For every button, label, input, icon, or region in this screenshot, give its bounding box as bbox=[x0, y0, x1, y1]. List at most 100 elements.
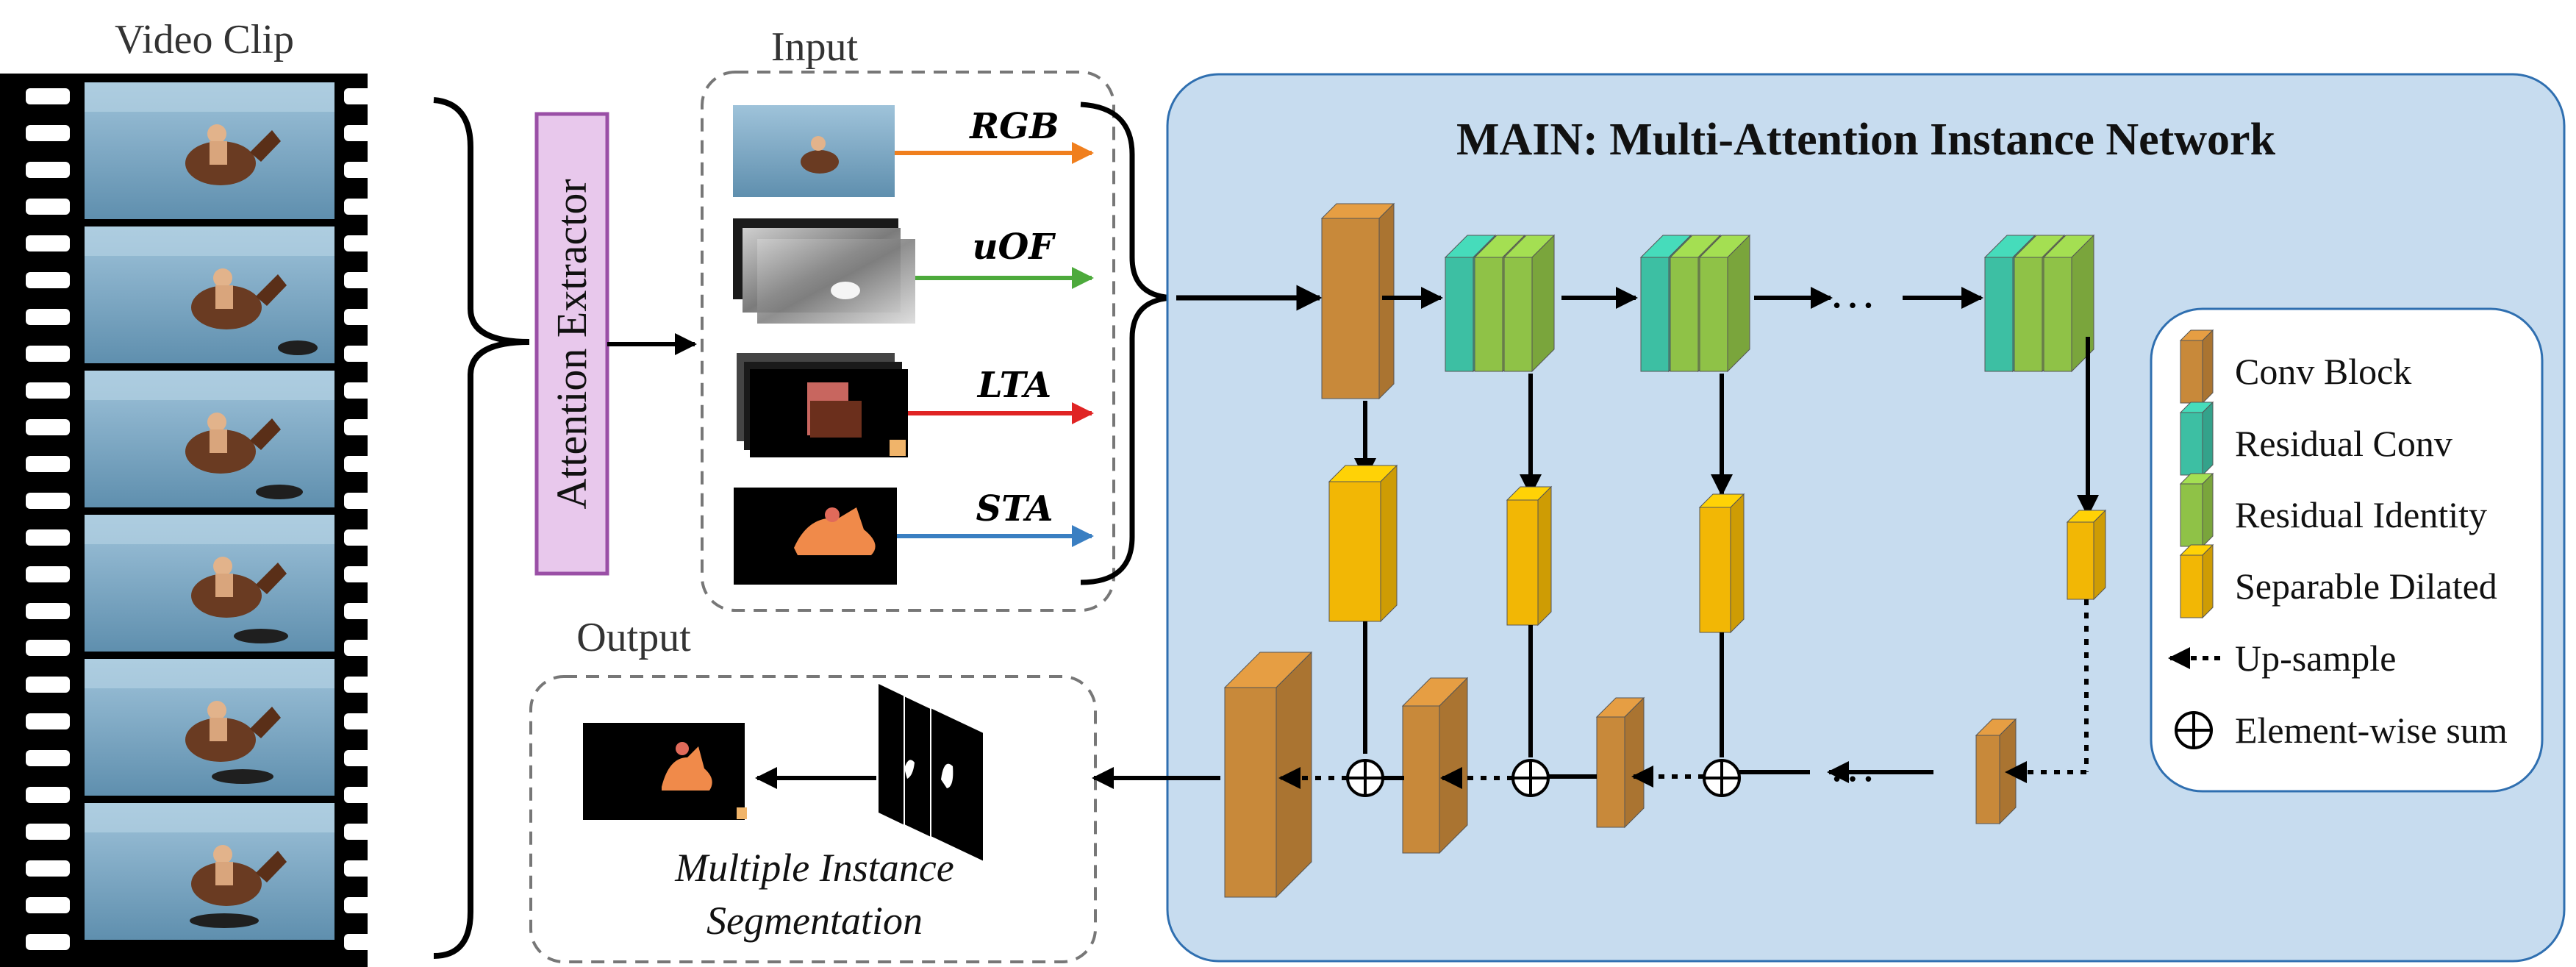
legend-box bbox=[2150, 307, 2544, 793]
sprocket-hole bbox=[26, 934, 70, 950]
element-wise-sum bbox=[1346, 759, 1384, 797]
sprocket-hole bbox=[26, 199, 70, 215]
sprocket-hole bbox=[344, 713, 388, 729]
sprocket-hole bbox=[344, 824, 388, 840]
sprocket-hole bbox=[344, 860, 388, 877]
film-frame bbox=[85, 226, 334, 363]
legend-item-label: Up-sample bbox=[2235, 638, 2396, 679]
sprocket-hole bbox=[26, 897, 70, 913]
conv-block-icon bbox=[2179, 329, 2214, 404]
sprocket-hole bbox=[344, 199, 388, 215]
separable-dilated-icon bbox=[2179, 543, 2214, 619]
clip-brace bbox=[433, 97, 530, 959]
film-frame bbox=[85, 371, 334, 507]
residual-conv-icon bbox=[2179, 401, 2214, 477]
sta-thumbnail bbox=[734, 488, 897, 585]
sprocket-hole bbox=[26, 566, 70, 582]
sprocket-hole bbox=[26, 125, 70, 141]
input-label-uof: uOF bbox=[973, 226, 1056, 268]
film-frame bbox=[85, 515, 334, 652]
output-label: Output bbox=[576, 615, 691, 660]
legend-item-residual-identity: Residual Identity bbox=[2179, 472, 2487, 548]
sprocket-hole bbox=[344, 125, 388, 141]
circle-plus-icon bbox=[2175, 711, 2213, 749]
dilated-path bbox=[1328, 337, 2107, 772]
sprocket-hole bbox=[26, 88, 70, 104]
film-sprockets-left bbox=[26, 88, 70, 950]
attention-extractor-box bbox=[534, 112, 609, 576]
sprocket-hole bbox=[344, 566, 388, 582]
film-frame bbox=[85, 82, 334, 219]
legend-item-label: Residual Identity bbox=[2235, 494, 2487, 535]
legend-item-circle-plus: Element-wise sum bbox=[2175, 710, 2508, 751]
output-caption-line1: Multiple Instance bbox=[674, 846, 954, 890]
sprocket-hole bbox=[344, 787, 388, 803]
attention-extractor-label: Attention Extractor bbox=[548, 179, 595, 509]
decoder-conv-block bbox=[1223, 651, 1313, 899]
sprocket-hole bbox=[26, 640, 70, 656]
legend-item-conv-block: Conv Block bbox=[2179, 329, 2411, 404]
sprocket-hole bbox=[26, 677, 70, 693]
sprocket-hole bbox=[344, 897, 388, 913]
input-arrows bbox=[895, 142, 1094, 547]
sprocket-hole bbox=[344, 382, 388, 399]
residual-identity-icon bbox=[2179, 472, 2214, 548]
encoder-path bbox=[1320, 202, 2095, 400]
film-frames bbox=[85, 82, 334, 940]
legend-item-label: Element-wise sum bbox=[2235, 710, 2508, 751]
decoder-ellipsis: … bbox=[1829, 739, 1876, 791]
residual-stage bbox=[1983, 234, 2095, 373]
sprocket-hole bbox=[26, 713, 70, 729]
lta-thumbnail bbox=[737, 353, 908, 457]
sprocket-hole bbox=[344, 493, 388, 509]
sprocket-hole bbox=[344, 750, 388, 766]
encoder-ellipsis: … bbox=[1829, 265, 1876, 318]
film-frame bbox=[85, 659, 334, 796]
film-frame bbox=[85, 803, 334, 940]
sprocket-hole bbox=[26, 456, 70, 472]
input-label-rgb: RGB bbox=[968, 106, 1059, 147]
sprocket-hole bbox=[344, 88, 388, 104]
decoder-conv-block bbox=[1595, 696, 1645, 829]
sprocket-hole bbox=[26, 419, 70, 435]
sprocket-hole bbox=[344, 419, 388, 435]
sprocket-hole bbox=[26, 235, 70, 251]
film-strip bbox=[0, 74, 388, 967]
main-title: MAIN: Multi-Attention Instance Network bbox=[1456, 115, 2276, 165]
sprocket-hole bbox=[26, 309, 70, 325]
sprocket-hole bbox=[344, 529, 388, 546]
separable-dilated-block bbox=[1698, 493, 1745, 634]
legend-item-separable-dilated: Separable Dilated bbox=[2179, 543, 2497, 619]
output-caption-line2: Segmentation bbox=[706, 899, 923, 943]
sprocket-hole bbox=[344, 272, 388, 288]
sprocket-hole bbox=[344, 456, 388, 472]
decoder-conv-block bbox=[1401, 677, 1469, 854]
sprocket-hole bbox=[26, 824, 70, 840]
residual-identity-block bbox=[1698, 234, 1751, 373]
video-clip-label: Video Clip bbox=[115, 17, 294, 63]
rgb-thumbnail bbox=[733, 105, 895, 197]
legend-item-dotted-arrow: Up-sample bbox=[2168, 638, 2396, 679]
sprocket-hole bbox=[344, 603, 388, 619]
sprocket-hole bbox=[26, 493, 70, 509]
element-wise-sum bbox=[1703, 759, 1741, 797]
residual-stage bbox=[1444, 234, 1556, 373]
separable-dilated-block bbox=[1506, 485, 1553, 627]
sprocket-hole bbox=[26, 272, 70, 288]
sprocket-hole bbox=[344, 162, 388, 178]
sprocket-hole bbox=[26, 860, 70, 877]
residual-stage bbox=[1639, 234, 1751, 373]
sprocket-hole bbox=[26, 346, 70, 362]
instance-masks-stack bbox=[879, 684, 984, 863]
uof-thumbnail bbox=[733, 218, 915, 324]
film-sprockets-right bbox=[344, 88, 388, 950]
residual-identity-block bbox=[1503, 234, 1556, 373]
sprocket-hole bbox=[344, 640, 388, 656]
sprocket-hole bbox=[344, 934, 388, 950]
separable-dilated-block bbox=[1328, 464, 1398, 623]
legend-item-label: Separable Dilated bbox=[2235, 565, 2497, 607]
input-label-sta: STA bbox=[976, 488, 1053, 529]
sprocket-hole bbox=[344, 346, 388, 362]
decoder-path bbox=[1223, 651, 2086, 899]
input-group-box bbox=[701, 71, 1115, 612]
